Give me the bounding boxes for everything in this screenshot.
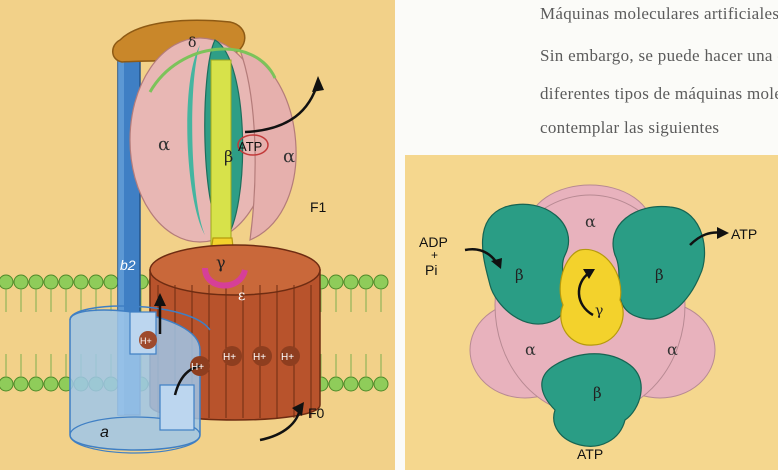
beta-left-label: β (515, 266, 524, 284)
lipid-head (59, 275, 73, 289)
beta-bottom-label: β (593, 384, 602, 402)
background-text-line: contemplar las siguientes (540, 118, 778, 138)
lipid-head (104, 275, 118, 289)
lipid-head (329, 377, 343, 391)
atp-synthase-top-svg: α β β α α γ β ADP + Pi ATP ATP (405, 155, 778, 470)
proton-label: H+ (191, 362, 204, 373)
lipid-head (344, 275, 358, 289)
alpha-right-label: α (667, 340, 678, 359)
lipid-head (44, 275, 58, 289)
lipid-head (29, 377, 43, 391)
beta-right-label: β (655, 266, 664, 284)
lipid-head (329, 275, 343, 289)
b2-label: b2 (120, 257, 136, 273)
atp-synthase-side-svg: δ α β ATP α F1 b2 γ ε H+ H+ H+ H+ H+ a F… (0, 0, 395, 470)
background-text-line: Sin embargo, se puede hacer una comparac… (540, 46, 778, 66)
gamma-label: γ (216, 253, 226, 272)
lipid-head (374, 377, 388, 391)
lipid-head (359, 275, 373, 289)
beta-right-shape (613, 207, 704, 319)
proton-label: H+ (223, 352, 236, 363)
pi-label: Pi (425, 262, 437, 278)
delta-label: δ (188, 35, 196, 51)
atp-synthase-top-view: α β β α α γ β ADP + Pi ATP ATP (405, 155, 778, 470)
proton-label: H+ (140, 336, 152, 346)
proton-label: H+ (281, 352, 294, 363)
background-text-line: diferentes tipos de máquinas moleculares… (540, 84, 778, 104)
f0-label: F0 (308, 405, 325, 421)
lipid-head (29, 275, 43, 289)
lipid-head (74, 275, 88, 289)
lipid-head (344, 377, 358, 391)
a-subunit-label: a (100, 424, 109, 441)
beta-bottom-shape (542, 354, 641, 447)
plus-label: + (431, 248, 438, 262)
proton-label: H+ (253, 352, 266, 363)
atp-right-label: ATP (731, 226, 757, 242)
alpha-right-label: α (283, 146, 295, 167)
beta-center-label: β (224, 147, 233, 166)
atp-synthase-side-view: δ α β ATP α F1 b2 γ ε H+ H+ H+ H+ H+ a F… (0, 0, 395, 470)
atp-bottom-label: ATP (577, 446, 603, 462)
lipid-head (14, 275, 28, 289)
atp-label: ATP (238, 139, 262, 154)
background-text-line: Máquinas moleculares artificiales no son… (540, 4, 778, 24)
epsilon-label: ε (238, 288, 245, 304)
lipid-head (359, 377, 373, 391)
lipid-head (14, 377, 28, 391)
alpha-top-label: α (585, 212, 596, 231)
lipid-head (0, 275, 13, 289)
alpha-left-label: α (158, 134, 170, 155)
f1-label: F1 (310, 199, 327, 215)
lipid-head (89, 275, 103, 289)
lipid-head (44, 377, 58, 391)
lipid-head (374, 275, 388, 289)
gamma-label: γ (595, 303, 603, 319)
lipid-head (0, 377, 13, 391)
alpha-left-label: α (525, 340, 536, 359)
